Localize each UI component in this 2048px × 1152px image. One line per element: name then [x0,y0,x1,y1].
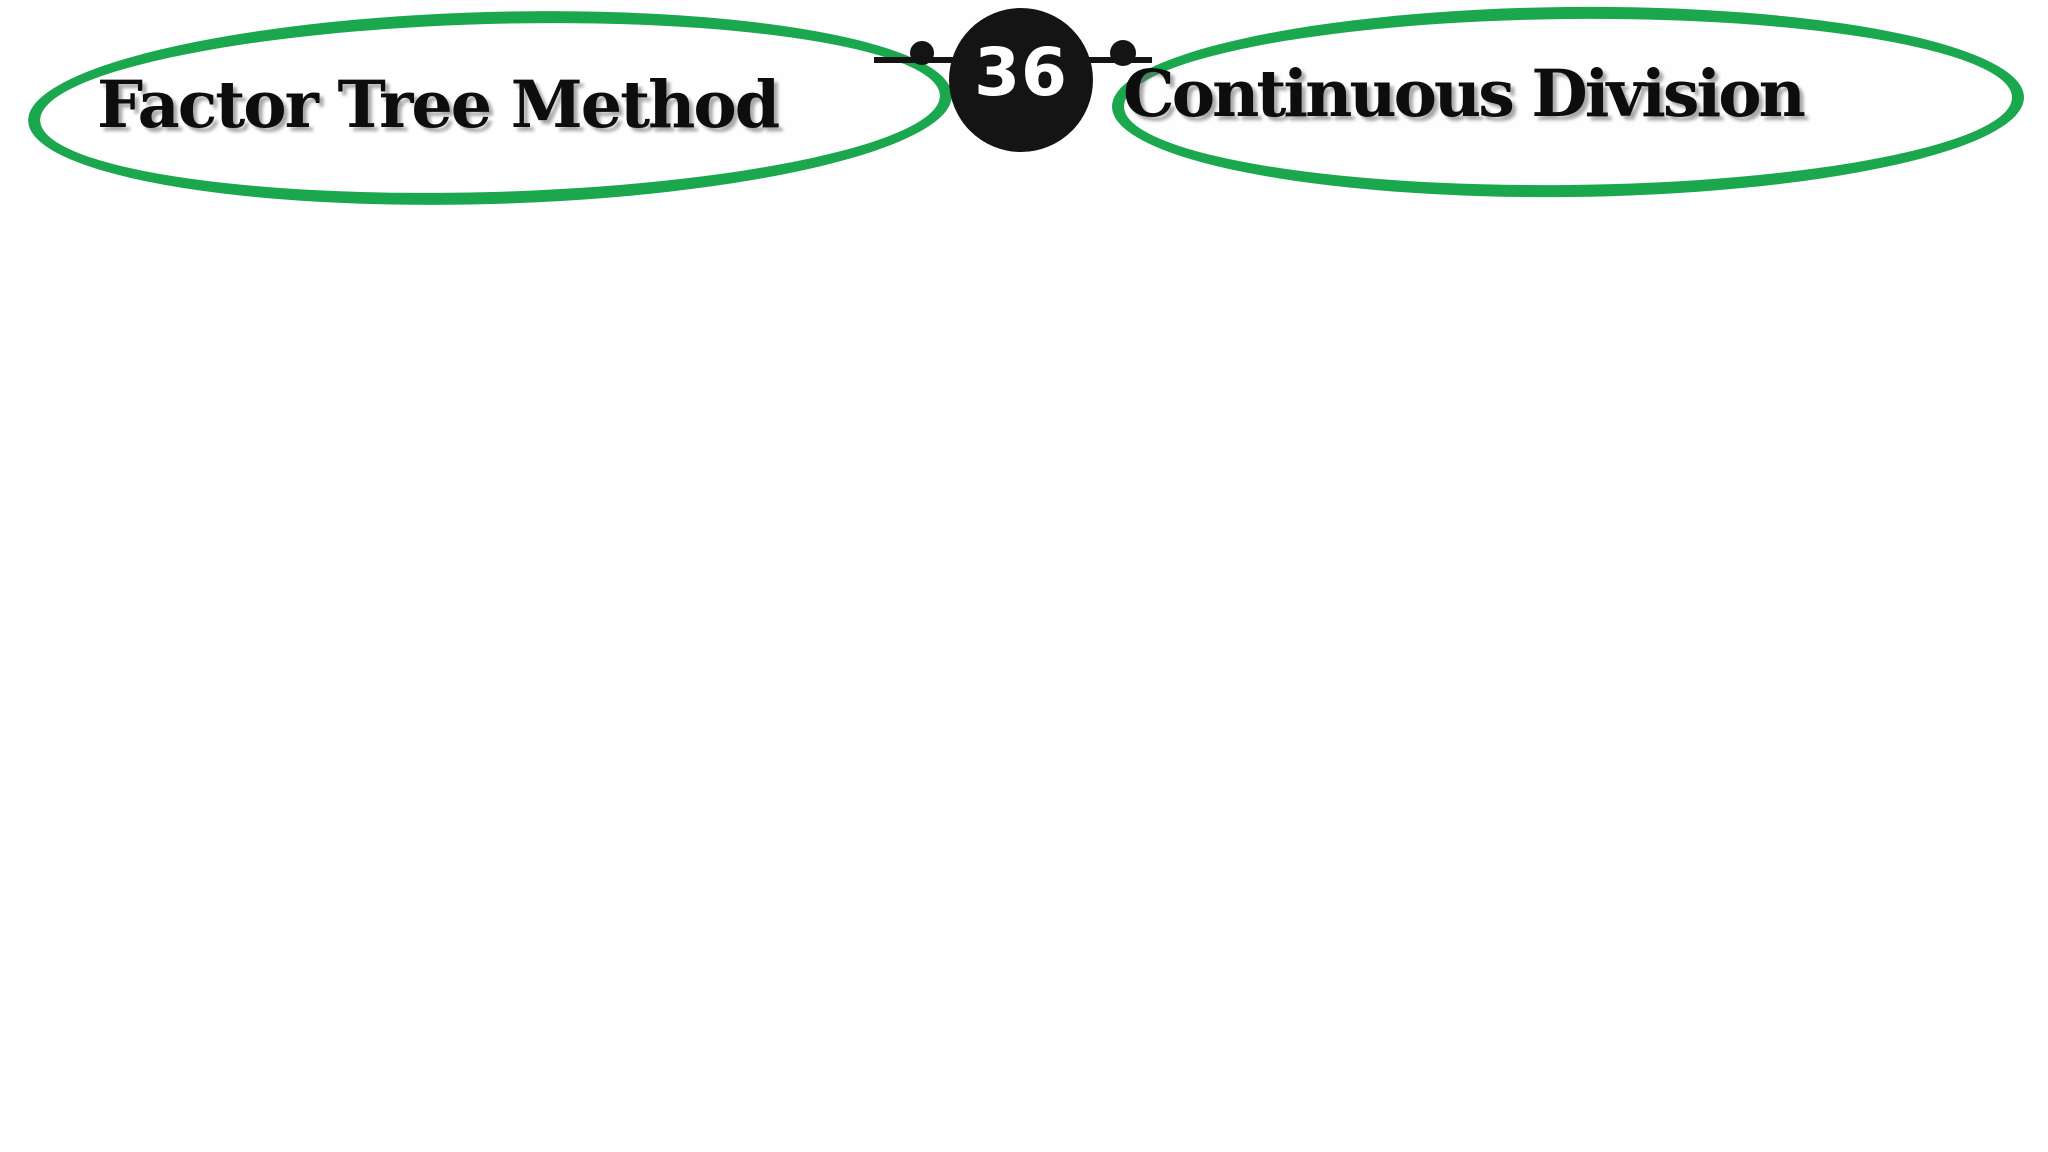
lesson-number: 36 [974,34,1068,111]
connector-dot-right [1110,40,1136,66]
lesson-number-badge: 36 [949,8,1093,152]
factor-tree-label: Factor Tree Method [97,67,780,143]
continuous-division-label: Continuous Division [1123,56,1806,132]
background-right-panel [722,0,2048,1152]
connector-dot-left [910,41,934,65]
